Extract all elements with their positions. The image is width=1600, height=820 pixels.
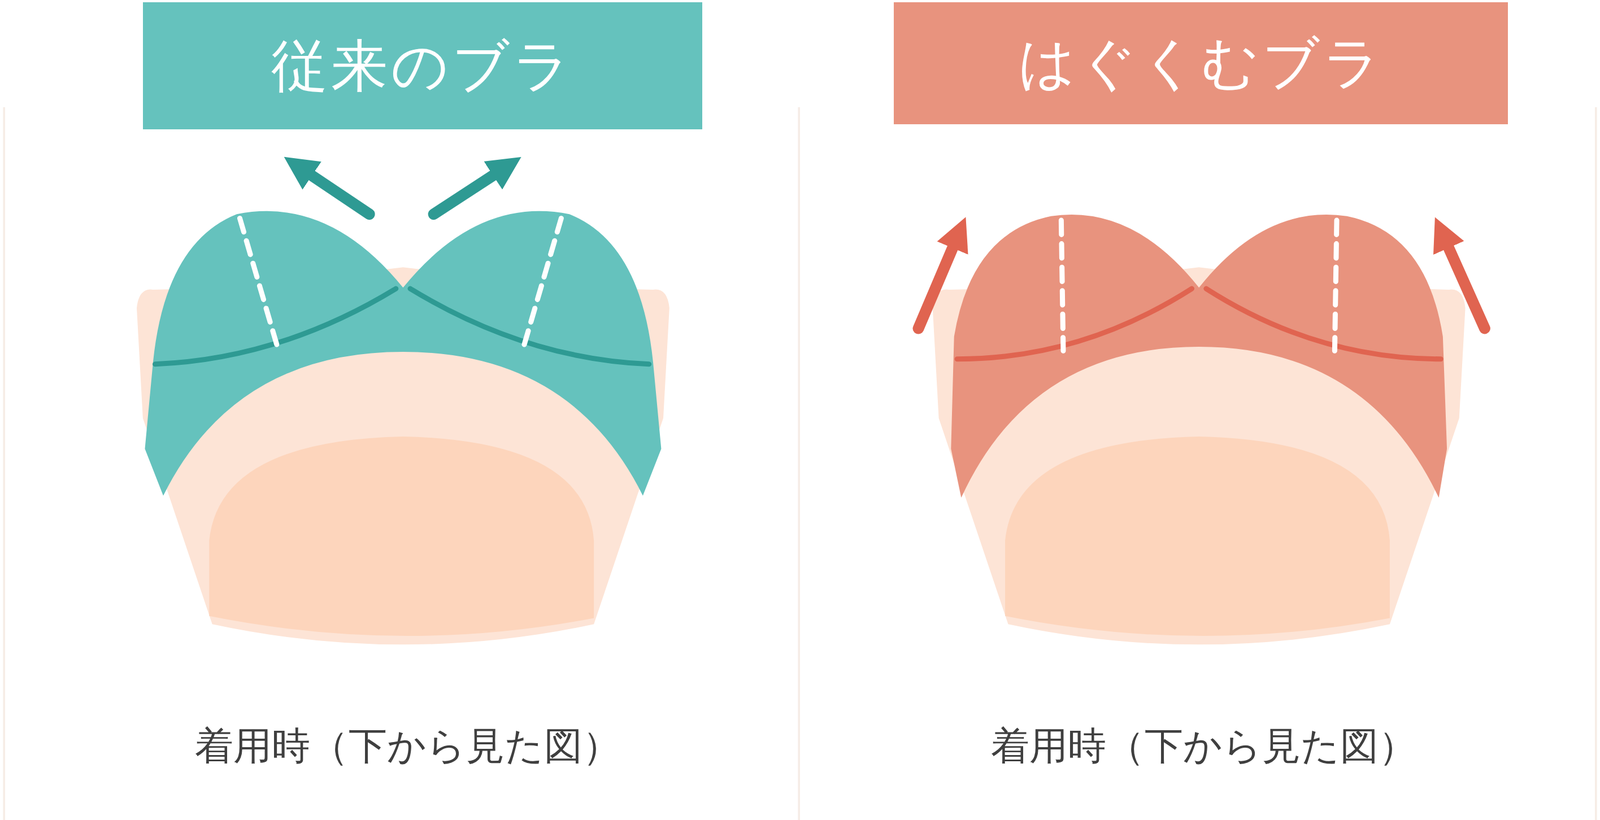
caption-label: 着用時（下から見た図） [990, 723, 1417, 770]
caption-label: 着用時（下から見た図） [194, 723, 621, 770]
header-band: はぐくむブラ [893, 2, 1508, 125]
header-band: 従来のブラ [142, 2, 703, 130]
header-text: はぐくむブラ [1018, 32, 1385, 95]
header-text: 従来のブラ [271, 35, 575, 98]
hagukumu-bra-figure [918, 214, 1485, 645]
conventional-bra-figure [136, 166, 670, 645]
